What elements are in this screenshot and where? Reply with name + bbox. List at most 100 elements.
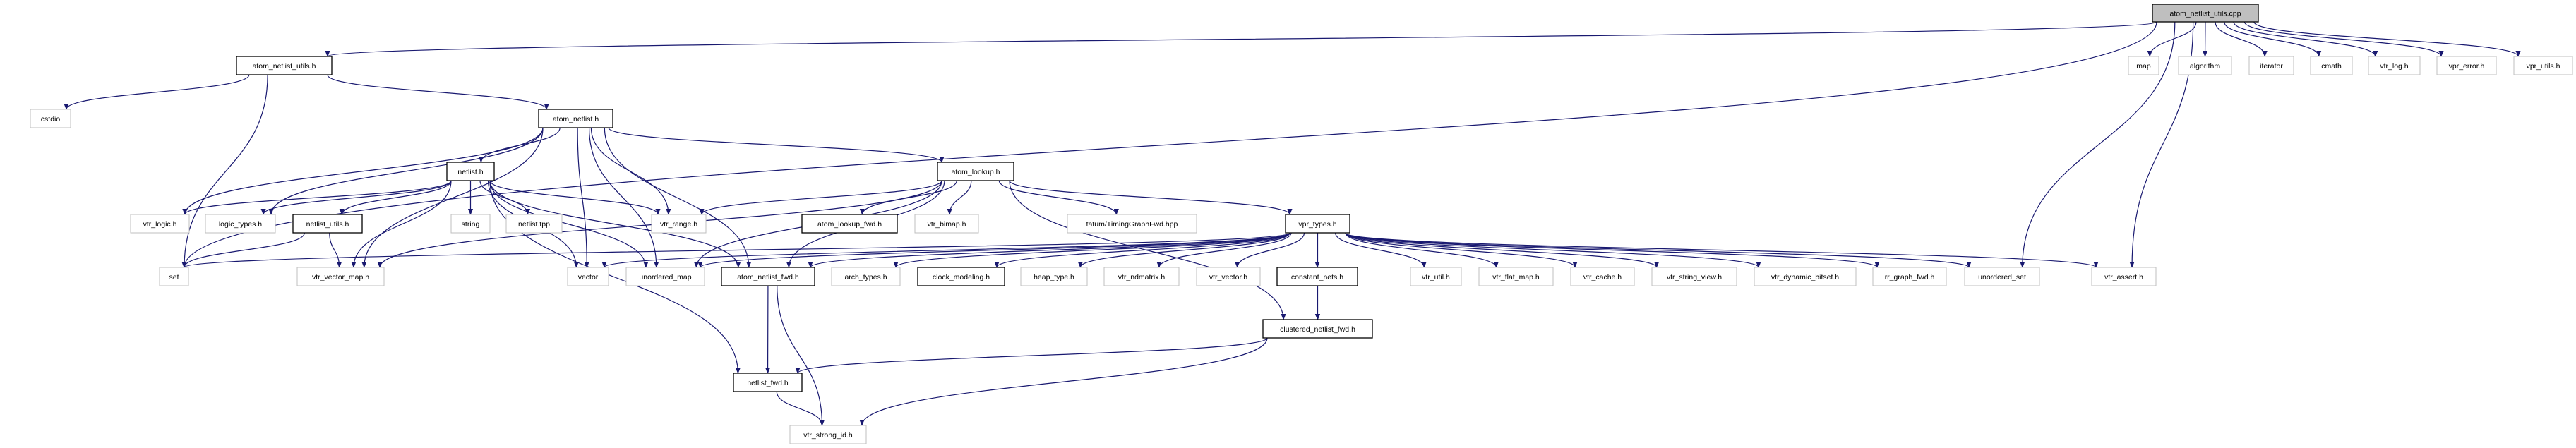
node-box [1570, 267, 1635, 286]
edge-anu-to-set [181, 74, 268, 268]
node-label: set [169, 273, 179, 281]
edge-netlist_fwd-to-vtr_strong_id [776, 391, 825, 426]
node-netlist[interactable]: netlist.h [446, 162, 495, 181]
node-netlist-fwd[interactable]: netlist_fwd.h [733, 373, 803, 392]
node-string: string [450, 214, 491, 234]
edge-atom_netlist-to-vtr_vector_map [361, 127, 544, 268]
node-label: heap_type.h [1034, 273, 1074, 281]
edge-vpr_types-to-vtr_vector [1235, 232, 1305, 268]
node-vtr-flat-map: vtr_flat_map.h [1478, 267, 1554, 286]
node-atom-netlist-fwd[interactable]: atom_netlist_fwd.h [721, 267, 815, 286]
node-label: vtr_flat_map.h [1492, 273, 1540, 281]
edge-atom_lookup-to-atom_lookup_fwd [859, 180, 957, 215]
node-label: netlist.h [457, 168, 483, 176]
edge-vpr_types-to-vtr_dynamic_bitset [1345, 232, 1761, 268]
node-map: map [2128, 56, 2159, 75]
node-vpr-types[interactable]: vpr_types.h [1285, 214, 1350, 234]
node-box [1262, 319, 1373, 339]
node-label: clock_modeling.h [933, 273, 990, 281]
node-unordered-map: unordered_map [625, 267, 705, 286]
node-label: algorithm [2190, 62, 2220, 71]
edge-vpr_types-to-unordered_set [1345, 232, 1972, 268]
node-heap-type: heap_type.h [1020, 267, 1088, 286]
node-box [446, 162, 495, 181]
node-box [538, 109, 613, 128]
node-box [917, 267, 1005, 286]
node-label: iterator [2260, 62, 2283, 71]
edge-netlist-to-vtr_vector_map [351, 180, 452, 268]
node-label: vtr_strong_id.h [803, 431, 853, 440]
node-box [1872, 267, 1947, 286]
node-label: atom_lookup_fwd.h [817, 220, 882, 229]
node-vtr-ndmatrix: vtr_ndmatrix.h [1103, 267, 1180, 286]
edge-anu-to-cstdio [64, 74, 250, 110]
node-box [2178, 56, 2232, 75]
node-box [937, 162, 1014, 181]
node-label: vtr_dynamic_bitset.h [1771, 273, 1839, 281]
node-clock-modeling[interactable]: clock_modeling.h [917, 267, 1005, 286]
node-label: vtr_util.h [1422, 273, 1450, 281]
node-anu[interactable]: atom_netlist_utils.h [236, 56, 333, 75]
node-box [159, 267, 189, 286]
node-box [801, 214, 898, 234]
node-label: vector [578, 273, 599, 281]
node-label: atom_netlist_fwd.h [737, 273, 799, 281]
node-label: string [462, 220, 480, 229]
node-vector: vector [567, 267, 609, 286]
node-label: logic_types.h [219, 220, 262, 229]
node-box [2128, 56, 2159, 75]
edge-netlist-to-netlist_tpp [479, 180, 531, 215]
edge-vpr_types-to-vtr_ndmatrix [1156, 232, 1292, 268]
node-clustered-netlist-fwd[interactable]: clustered_netlist_fwd.h [1262, 319, 1373, 339]
node-label: vpr_error.h [2449, 62, 2485, 71]
node-box [505, 214, 563, 234]
node-label: arch_types.h [844, 273, 887, 281]
edge-vpr_types-to-set [181, 232, 1290, 268]
node-box [1285, 214, 1350, 234]
node-tatum: tatum/TimingGraphFwd.hpp [1067, 214, 1197, 234]
node-box [625, 267, 705, 286]
node-label: netlist.tpp [518, 220, 550, 229]
node-vtr-bimap: vtr_bimap.h [914, 214, 979, 234]
node-box [1964, 267, 2040, 286]
node-unordered-set: unordered_set [1964, 267, 2040, 286]
edge-vpr_types-to-vtr_assert [1345, 232, 2099, 268]
node-box [30, 109, 71, 128]
edge-atom_netlist-to-logic_types [268, 127, 544, 215]
node-atom-lookup-fwd[interactable]: atom_lookup_fwd.h [801, 214, 898, 234]
edge-atom_lookup-to-vtr_bimap [947, 180, 972, 215]
node-vtr-log: vtr_log.h [2368, 56, 2421, 75]
node-algorithm: algorithm [2178, 56, 2232, 75]
node-box [2248, 56, 2294, 75]
node-box [721, 267, 815, 286]
edge-atom_netlist-to-atom_lookup [608, 127, 945, 163]
node-box [567, 267, 609, 286]
node-label: vtr_vector.h [1209, 273, 1247, 281]
node-box [1103, 267, 1180, 286]
node-netlist-utils[interactable]: netlist_utils.h [292, 214, 363, 234]
node-cpp[interactable]: atom_netlist_utils.cpp [2152, 4, 2259, 23]
edge-cpp-to-vpr_utils [2253, 21, 2521, 57]
node-box [2513, 56, 2573, 75]
node-label: clustered_netlist_fwd.h [1280, 325, 1355, 334]
node-constant-nets[interactable]: constant_nets.h [1276, 267, 1358, 286]
node-box [292, 214, 363, 234]
edge-cpp-to-anu [325, 21, 2157, 57]
node-cmath: cmath [2310, 56, 2353, 75]
node-atom-lookup[interactable]: atom_lookup.h [937, 162, 1014, 181]
node-box [1020, 267, 1088, 286]
node-logic-types: logic_types.h [205, 214, 276, 234]
edge-netlist-to-netlist_utils [339, 180, 452, 215]
edge-netlist-to-atom_netlist_fwd [489, 180, 741, 268]
node-vtr-string-view: vtr_string_view.h [1651, 267, 1737, 286]
edge-atom_netlist-to-unordered_map [588, 127, 659, 268]
node-label: rr_graph_fwd.h [1885, 273, 1935, 281]
node-label: atom_netlist_utils.h [253, 62, 316, 71]
edge-netlist_utils-to-set [181, 232, 305, 268]
edge-vpr_types-to-atom_netlist_fwd [808, 232, 1290, 268]
edge-vpr_types-to-clock_modeling [994, 232, 1290, 268]
edge-netlist-to-logic_types [260, 180, 452, 215]
node-vtr-vector-map: vtr_vector_map.h [296, 267, 385, 286]
node-label: cmath [2321, 62, 2342, 71]
node-atom-netlist[interactable]: atom_netlist.h [538, 109, 613, 128]
